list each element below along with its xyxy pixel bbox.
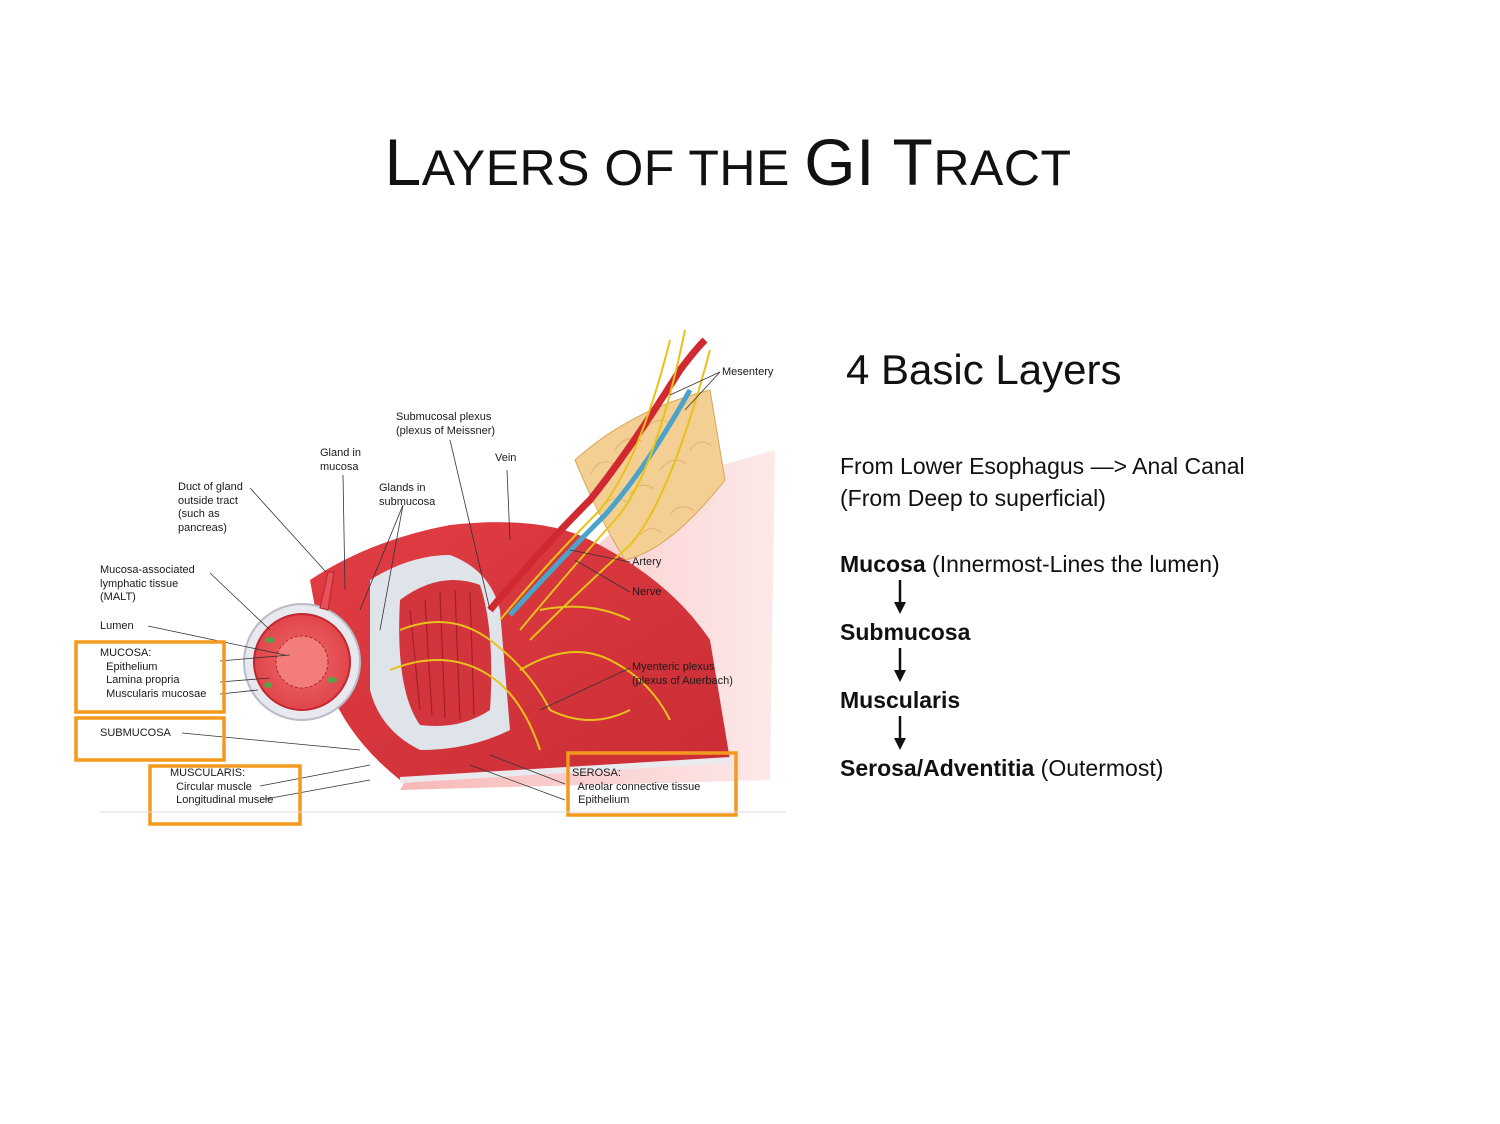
box-serosa: SEROSA: Areolar connective tissue Epithe…	[572, 767, 701, 806]
muscularis-cut	[399, 580, 492, 726]
title-part: GI T	[804, 125, 934, 200]
intro-line-2: (From Deep to superficial)	[840, 485, 1106, 511]
down-arrow-icon	[840, 648, 906, 684]
label-nerve: Nerve	[632, 586, 662, 598]
artery	[487, 337, 708, 613]
layer-muscularis: Muscularis	[840, 684, 1460, 716]
submucosa-box-outline	[74, 716, 226, 762]
label-gland-in-mucosa: Gland in mucosa	[320, 447, 361, 473]
down-arrow-icon	[840, 580, 906, 616]
layer-serosa: Serosa/Adventitia (Outermost)	[840, 752, 1460, 784]
intro-line-1: From Lower Esophagus —> Anal Canal	[840, 453, 1245, 479]
gi-tract-illustration	[74, 329, 786, 826]
label-myenteric-plexus: Myenteric plexus (plexus of Auerbach)	[632, 661, 733, 687]
label-submucosal-plexus: Submucosal plexus (plexus of Meissner)	[396, 411, 496, 437]
box-mucosa: MUCOSA: Epithelium Lamina propria Muscul…	[100, 647, 207, 700]
title-part: RACT	[933, 140, 1072, 197]
label-lumen: Lumen	[100, 620, 134, 632]
layer-name: Serosa/Adventitia	[840, 755, 1035, 781]
label-vein: Vein	[495, 452, 517, 464]
layers-heading: 4 Basic Layers	[846, 346, 1122, 393]
mucosa-box-outline	[74, 640, 226, 714]
layer-submucosa: Submucosa	[840, 616, 1460, 648]
label-artery: Artery	[632, 556, 662, 568]
vein	[508, 388, 693, 617]
box-submucosa: SUBMUCOSA	[100, 727, 171, 739]
serosa-box-outline	[566, 751, 738, 817]
title-part: L	[384, 125, 422, 200]
down-arrow-icon	[840, 716, 906, 752]
label-mesentery: Mesentery	[722, 366, 774, 378]
label-malt: Mucosa-associated lymphatic tissue (MALT…	[100, 564, 195, 603]
lumen	[275, 635, 329, 689]
layer-note: (Innermost-Lines the lumen)	[925, 551, 1220, 577]
layer-mucosa: Mucosa (Innermost-Lines the lumen)	[840, 548, 1460, 580]
title-part: AYERS OF THE	[421, 140, 805, 197]
slide-title: LAYERS OF THE GI TRACT	[0, 124, 1456, 200]
layer-name: Mucosa	[840, 551, 926, 577]
leader-lines	[147, 371, 721, 801]
nerves	[389, 329, 711, 751]
label-glands-in-submucosa: Glands in submucosa	[379, 482, 436, 508]
layer-name: Submucosa	[840, 619, 971, 645]
serosa-edge	[399, 757, 731, 783]
fat-texture	[589, 419, 713, 536]
highlight-boxes	[74, 640, 738, 826]
gi-tract-diagram: Mesentery Submucosal plexus (plexus of M…	[70, 310, 790, 840]
malt-nodules	[264, 637, 337, 688]
muscularis-box-outline	[148, 764, 302, 826]
layer-name: Muscularis	[840, 687, 961, 713]
label-duct-of-gland: Duct of gland outside tract (such as pan…	[178, 481, 243, 534]
layers-panel: 4 Basic Layers From Lower Esophagus —> A…	[840, 340, 1460, 784]
duct	[319, 571, 335, 611]
box-muscularis: MUSCULARIS: Circular muscle Longitudinal…	[170, 767, 274, 806]
mesentery-fat	[574, 389, 726, 561]
layer-note: (Outermost)	[1034, 755, 1164, 781]
